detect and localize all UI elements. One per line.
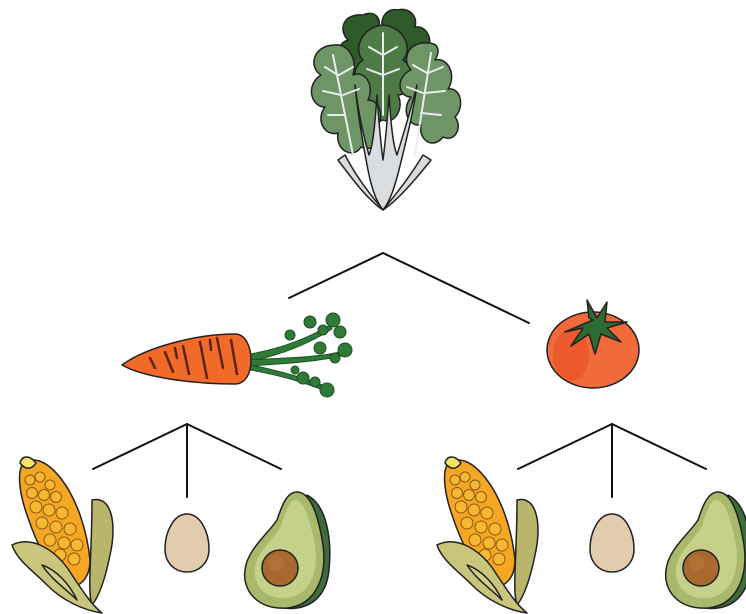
avocado-icon: [666, 492, 746, 608]
edge-tomato-to-avocado: [612, 424, 706, 469]
edge-chard-to-tomato: [383, 253, 529, 323]
carrot-icon: [122, 313, 352, 397]
edge-chard-to-carrot: [289, 253, 383, 298]
tomato-icon: [547, 300, 639, 388]
avocado-icon: [245, 492, 330, 608]
corn-icon: [12, 457, 113, 613]
corn-icon: [437, 457, 538, 613]
edge-carrot-to-corn: [93, 424, 187, 469]
edge-carrot-to-avocado: [187, 424, 281, 469]
chard-icon: [311, 9, 460, 210]
egg-icon: [165, 514, 209, 572]
egg-icon: [590, 514, 634, 572]
edge-tomato-to-corn: [518, 424, 612, 469]
